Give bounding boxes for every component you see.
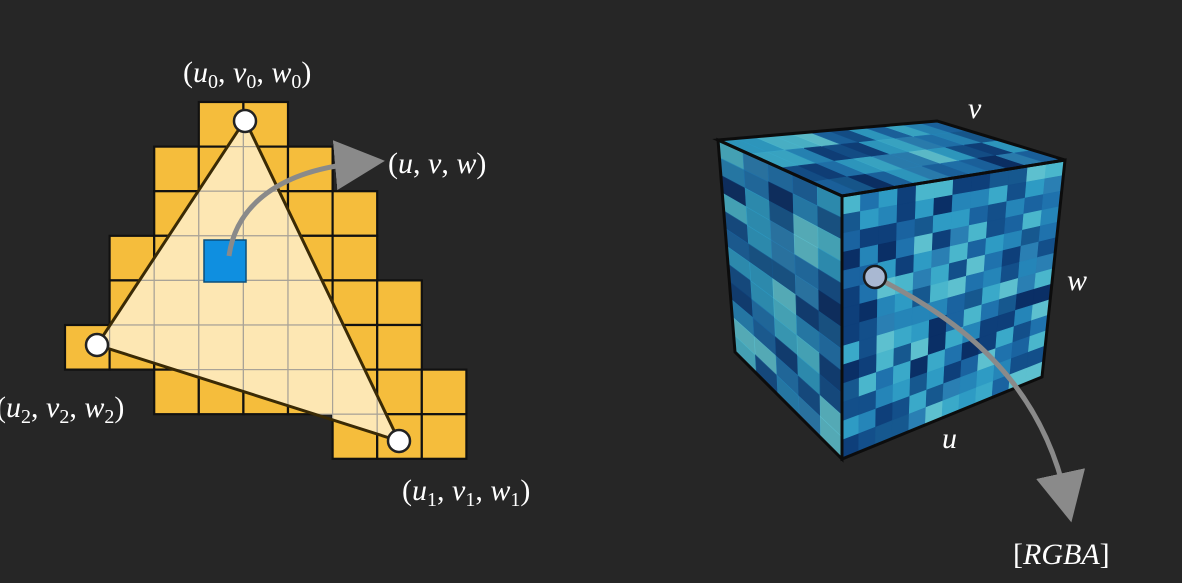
covered-cell xyxy=(242,324,289,371)
vertex-top-label: (u0, v0, w0) xyxy=(183,56,312,93)
raster-cell xyxy=(153,145,200,193)
vertex-left-dot xyxy=(84,332,110,358)
cube-top-face xyxy=(716,120,1066,197)
texture-cube xyxy=(712,119,1067,463)
rgba-output-label: [RGBA] xyxy=(1013,538,1110,571)
covered-cell xyxy=(198,279,245,326)
raster-cell xyxy=(420,368,468,416)
cube-outline-side xyxy=(716,137,844,463)
axis-v-label: v xyxy=(968,92,982,125)
sample-arrow xyxy=(226,140,385,257)
covered-cell xyxy=(242,235,289,282)
covered-cell xyxy=(153,324,200,371)
raster-cell xyxy=(376,279,423,327)
covered-cell xyxy=(198,324,245,371)
vertex-right-dot xyxy=(386,428,412,454)
raster-cell xyxy=(331,190,379,237)
raster-cell xyxy=(331,234,379,282)
vertex-top-dot xyxy=(232,108,258,134)
sample-label: (u, v, w) xyxy=(388,147,487,180)
lookup-arrow xyxy=(875,275,1086,523)
triangle-outline xyxy=(94,116,402,444)
vertex-left-label: (u2, v2, w2) xyxy=(0,391,125,428)
texture-sample-dot xyxy=(862,264,888,290)
covered-cell xyxy=(242,279,289,326)
vertex-right-label: (u1, v1, w1) xyxy=(402,474,531,511)
covered-cell xyxy=(242,190,289,237)
covered-cell xyxy=(287,324,334,371)
covered-cell xyxy=(153,279,200,326)
raster-cell xyxy=(420,413,468,460)
cube-left-face xyxy=(717,139,843,460)
axis-u-label: u xyxy=(942,422,957,455)
raster-cell xyxy=(376,323,423,371)
sample-pixel xyxy=(203,239,247,283)
axis-w-label: w xyxy=(1067,264,1088,297)
